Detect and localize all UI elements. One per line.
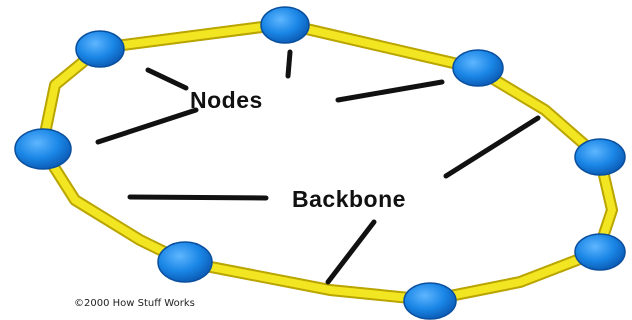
nodes-pointer-line-2 bbox=[285, 49, 293, 79]
node bbox=[403, 282, 457, 320]
nodes-pointer-line-3 bbox=[335, 79, 445, 103]
backbone-pointer-line-1 bbox=[127, 194, 269, 201]
backbone-pointer-line-2 bbox=[443, 115, 541, 179]
nodes-label: Nodes bbox=[190, 87, 263, 113]
pointer-lines bbox=[95, 49, 541, 285]
node bbox=[14, 128, 72, 170]
node bbox=[574, 233, 626, 271]
backbone-label: Backbone bbox=[292, 186, 406, 212]
nodes-pointer-line-4 bbox=[95, 107, 199, 145]
backbone-ring-fill bbox=[38, 20, 616, 304]
copyright-credit: ©2000 How Stuff Works bbox=[74, 298, 195, 309]
backbone-pointer-line-3 bbox=[325, 219, 377, 285]
node bbox=[260, 6, 310, 44]
backbone-ring bbox=[36, 18, 618, 306]
node bbox=[75, 30, 125, 68]
node bbox=[157, 241, 213, 283]
node bbox=[574, 138, 626, 176]
backbone-ring-edge bbox=[36, 18, 618, 306]
node bbox=[452, 49, 504, 87]
nodes-pointer-line-1 bbox=[145, 67, 189, 91]
nodes-group bbox=[14, 6, 626, 320]
